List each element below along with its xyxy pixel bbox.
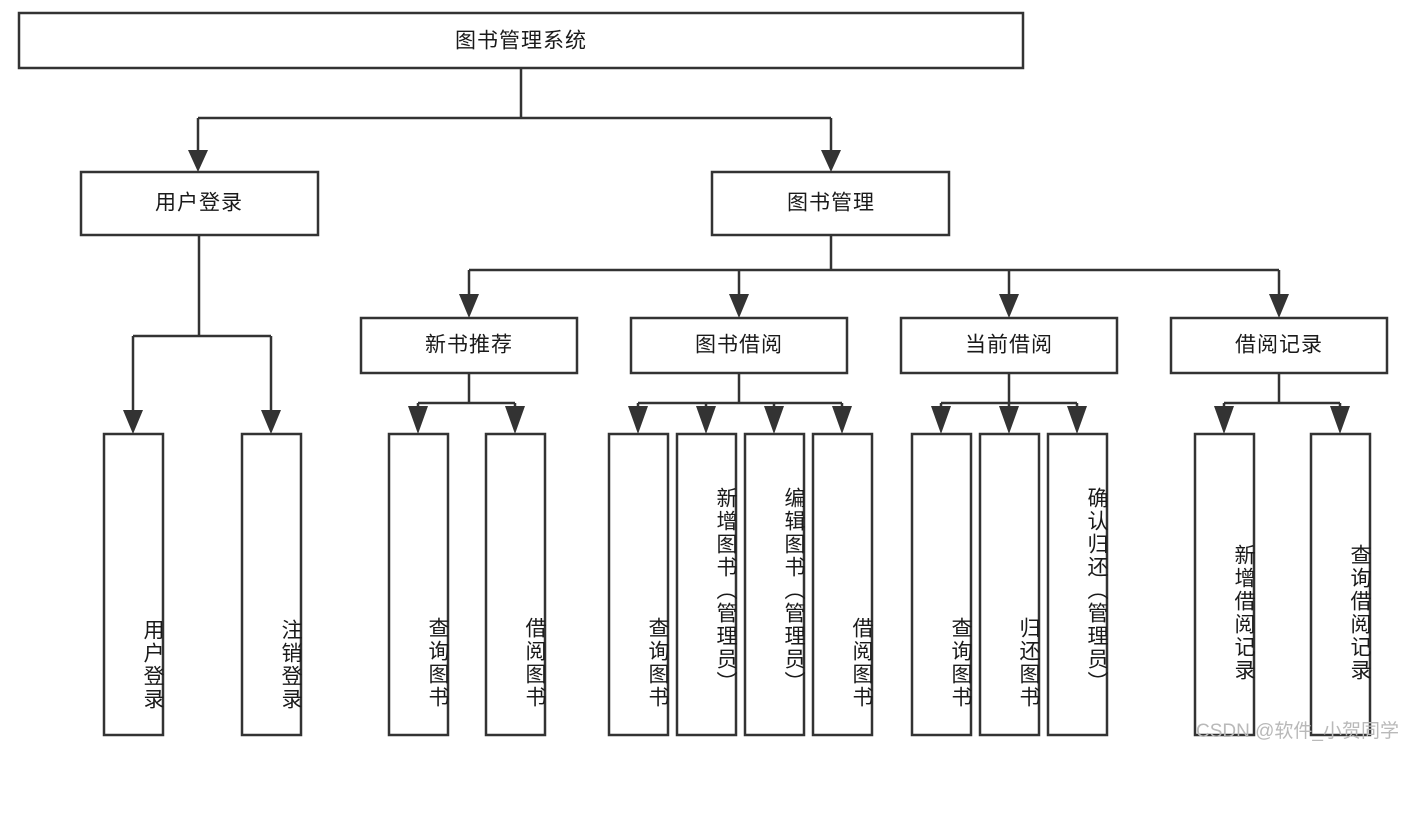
connector-layer (123, 68, 1350, 434)
leaf-box-add-record[interactable] (1193, 432, 1256, 737)
node-book-borrow-box[interactable] (629, 316, 849, 375)
leaf-box-query-book-2[interactable] (607, 432, 670, 737)
node-current-borrow[interactable]: 当前借阅 (899, 316, 1119, 375)
arrowhead-current-borrow (999, 294, 1019, 318)
arrowhead-borrow-record (1269, 294, 1289, 318)
leaf-box-query-book-3[interactable] (910, 432, 973, 737)
node-book-borrow[interactable]: 图书借阅 (629, 316, 849, 375)
arrowhead-leaf-add-record (1214, 406, 1234, 434)
arrowhead-leaf-return-book (999, 406, 1019, 434)
node-book-manage-box[interactable] (710, 170, 951, 237)
arrowhead-book-manage (821, 150, 841, 172)
node-borrow-record-label: 借阅记录 (1235, 334, 1323, 357)
arrowhead-book-borrow (729, 294, 749, 318)
node-book-manage-label: 图书管理 (787, 192, 875, 215)
leaf-box-return-book[interactable] (978, 432, 1041, 737)
leaf-boxes-layer (102, 432, 1372, 737)
node-current-borrow-box[interactable] (899, 316, 1119, 375)
arrowhead-user-login (188, 150, 208, 172)
arrowhead-leaf-user-login (123, 410, 143, 434)
arrowhead-leaf-add-book (696, 406, 716, 434)
leaf-box-confirm-return[interactable] (1046, 432, 1109, 737)
node-current-borrow-label: 当前借阅 (965, 334, 1053, 357)
leaf-box-borrow-book-1[interactable] (484, 432, 547, 737)
arrowhead-leaf-query-record (1330, 406, 1350, 434)
node-borrow-record[interactable]: 借阅记录 (1169, 316, 1389, 375)
arrowhead-new-book-recommend (459, 294, 479, 318)
arrowhead-leaf-edit-book (764, 406, 784, 434)
leaf-box-edit-book[interactable] (743, 432, 806, 737)
leaf-box-user-logout[interactable] (240, 432, 303, 737)
leaf-box-user-login[interactable] (102, 432, 165, 737)
node-root[interactable]: 图书管理系统 (17, 11, 1025, 70)
node-book-manage[interactable]: 图书管理 (710, 170, 951, 237)
node-root-label: 图书管理系统 (455, 30, 587, 53)
node-user-login[interactable]: 用户登录 (79, 170, 320, 237)
arrowhead-leaf-user-logout (261, 410, 281, 434)
node-user-login-box[interactable] (79, 170, 320, 237)
leaf-box-query-book-1[interactable] (387, 432, 450, 737)
leaf-box-query-record[interactable] (1309, 432, 1372, 737)
leaf-box-add-book[interactable] (675, 432, 738, 737)
arrowhead-leaf-query-book-1 (408, 406, 428, 434)
node-new-book-recommend[interactable]: 新书推荐 (359, 316, 579, 375)
arrowhead-leaf-query-book-2 (628, 406, 648, 434)
leaf-box-borrow-book-2[interactable] (811, 432, 874, 737)
functional-structure-diagram: 图书管理系统 用户登录 图书管理 新书推荐 图书借阅 当前借阅 借阅记录 (17, 11, 1389, 737)
node-book-borrow-label: 图书借阅 (695, 334, 783, 357)
node-root-box[interactable] (17, 11, 1025, 70)
node-user-login-label: 用户登录 (155, 192, 243, 215)
arrowhead-leaf-query-book-3 (931, 406, 951, 434)
node-borrow-record-box[interactable] (1169, 316, 1389, 375)
node-new-book-recommend-label: 新书推荐 (425, 334, 513, 357)
arrowhead-leaf-confirm-return (1067, 406, 1087, 434)
arrowhead-leaf-borrow-book-1 (505, 406, 525, 434)
node-new-book-recommend-box[interactable] (359, 316, 579, 375)
arrowhead-leaf-borrow-book-2 (832, 406, 852, 434)
